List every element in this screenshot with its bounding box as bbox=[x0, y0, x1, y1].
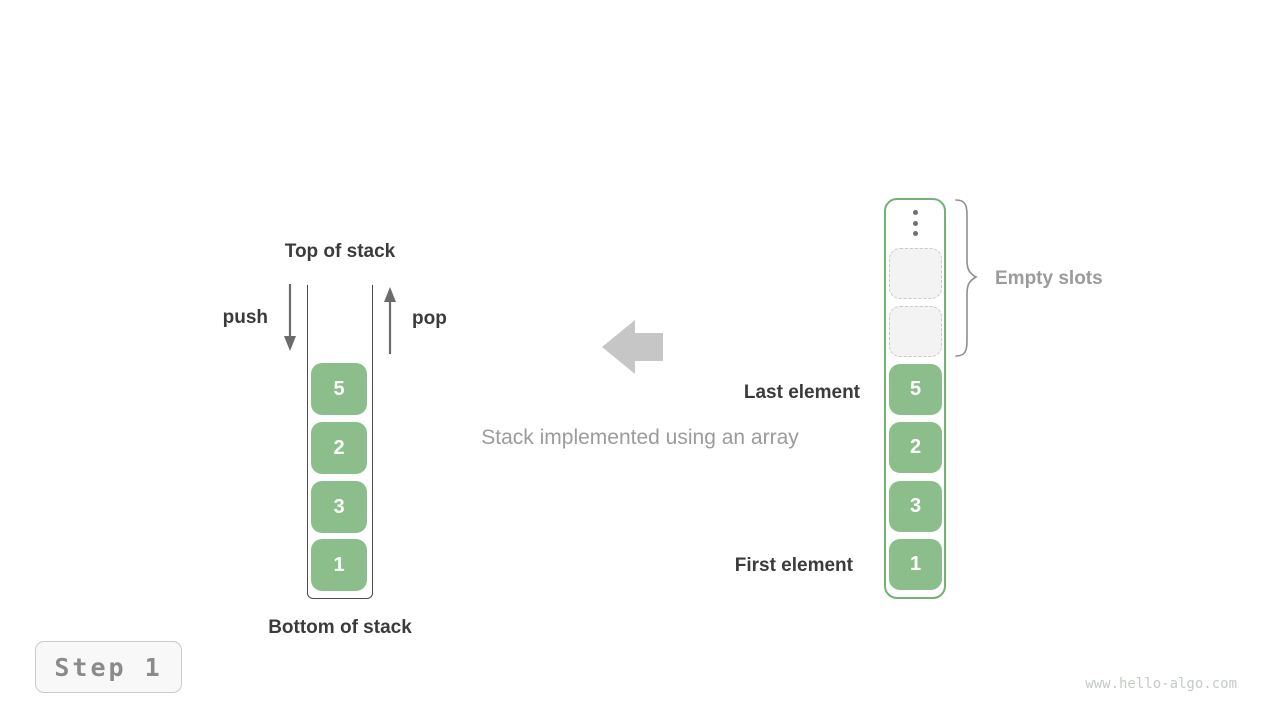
array-element: 2 bbox=[889, 422, 942, 473]
array-element: 3 bbox=[889, 481, 942, 532]
ellipsis-icon bbox=[884, 210, 947, 236]
bottom-of-stack-label: Bottom of stack bbox=[268, 617, 412, 638]
stack-container bbox=[307, 285, 373, 599]
empty-slot bbox=[889, 248, 942, 299]
step-badge: Step 1 bbox=[35, 641, 182, 693]
brace-icon bbox=[955, 199, 978, 357]
stack-element: 2 bbox=[311, 422, 367, 474]
last-element-label: Last element bbox=[743, 382, 860, 403]
stack-element: 1 bbox=[311, 539, 367, 591]
watermark: www.hello-algo.com bbox=[1085, 676, 1237, 692]
push-label: push bbox=[222, 307, 268, 328]
top-of-stack-label: Top of stack bbox=[284, 241, 396, 262]
pop-arrow-icon bbox=[384, 287, 396, 354]
pop-label: pop bbox=[412, 308, 447, 329]
diagram-caption: Stack implemented using an array bbox=[481, 426, 799, 449]
push-arrow-icon bbox=[284, 284, 296, 351]
empty-slot bbox=[889, 306, 942, 357]
array-element: 5 bbox=[889, 364, 942, 415]
array-element: 1 bbox=[889, 539, 942, 590]
stack-element: 3 bbox=[311, 481, 367, 533]
stack-element: 5 bbox=[311, 363, 367, 415]
left-arrow-icon bbox=[602, 320, 663, 374]
empty-slots-label: Empty slots bbox=[995, 268, 1103, 289]
first-element-label: First element bbox=[734, 555, 853, 576]
